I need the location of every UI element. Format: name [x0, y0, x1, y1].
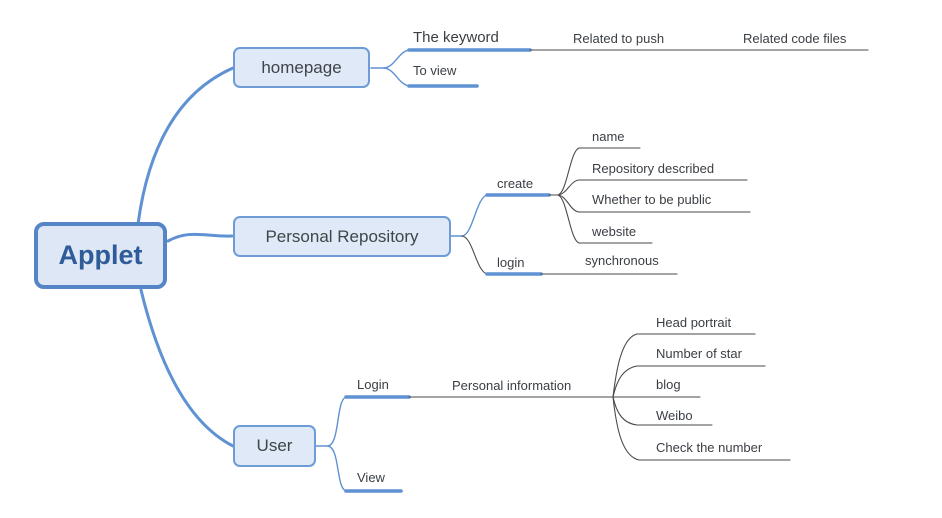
- topic-whether-to-be-public[interactable]: Whether to be public: [592, 192, 712, 207]
- topic-related-to-push[interactable]: Related to push: [573, 31, 665, 46]
- connector-pi-number-of-star: [612, 365, 638, 398]
- connector-create-repodesc: [557, 179, 580, 196]
- topic-personal-repository[interactable]: Personal Repository: [233, 216, 451, 257]
- connector-pi-head-portrait: [612, 333, 638, 398]
- connector-user-view: [327, 445, 347, 492]
- topic-head-portrait[interactable]: Head portrait: [656, 315, 732, 330]
- topic-related-code-files[interactable]: Related code files: [743, 31, 847, 46]
- topic-homepage[interactable]: homepage: [233, 47, 370, 88]
- connector-create-website: [557, 194, 580, 244]
- connector-pr-login: [461, 235, 488, 275]
- topic-user[interactable]: User: [233, 425, 316, 467]
- topic-view[interactable]: View: [357, 470, 385, 485]
- topic-login[interactable]: login: [497, 255, 525, 270]
- connector-homepage-keyword: [383, 49, 410, 69]
- topic-to-view[interactable]: To view: [413, 63, 457, 78]
- connector-pr-create: [461, 194, 488, 237]
- topic-user-login[interactable]: Login: [357, 377, 389, 392]
- connector-pi-check-number: [612, 396, 640, 461]
- topic-name[interactable]: name: [592, 129, 625, 144]
- topic-personal-information[interactable]: Personal information: [452, 378, 572, 393]
- topic-website[interactable]: website: [592, 224, 637, 239]
- topic-synchronous[interactable]: synchronous: [585, 253, 659, 268]
- connector-create-name: [557, 147, 580, 196]
- connector-root-user: [139, 288, 235, 448]
- topic-number-of-star[interactable]: Number of star: [656, 346, 742, 361]
- connector-root-personal-repository: [166, 232, 234, 243]
- connector-root-homepage: [136, 66, 235, 226]
- connector-homepage-toview: [383, 67, 410, 87]
- topic-blog[interactable]: blog: [656, 377, 681, 392]
- topic-create[interactable]: create: [497, 176, 534, 191]
- topic-weibo[interactable]: Weibo: [656, 408, 693, 423]
- topic-repository-described[interactable]: Repository described: [592, 161, 715, 176]
- topic-check-the-number[interactable]: Check the number: [656, 440, 763, 455]
- connector-create-public: [557, 194, 580, 213]
- connector-user-login: [327, 396, 347, 447]
- root-topic-applet[interactable]: Applet: [34, 222, 167, 289]
- topic-the-keyword[interactable]: The keyword: [413, 29, 499, 46]
